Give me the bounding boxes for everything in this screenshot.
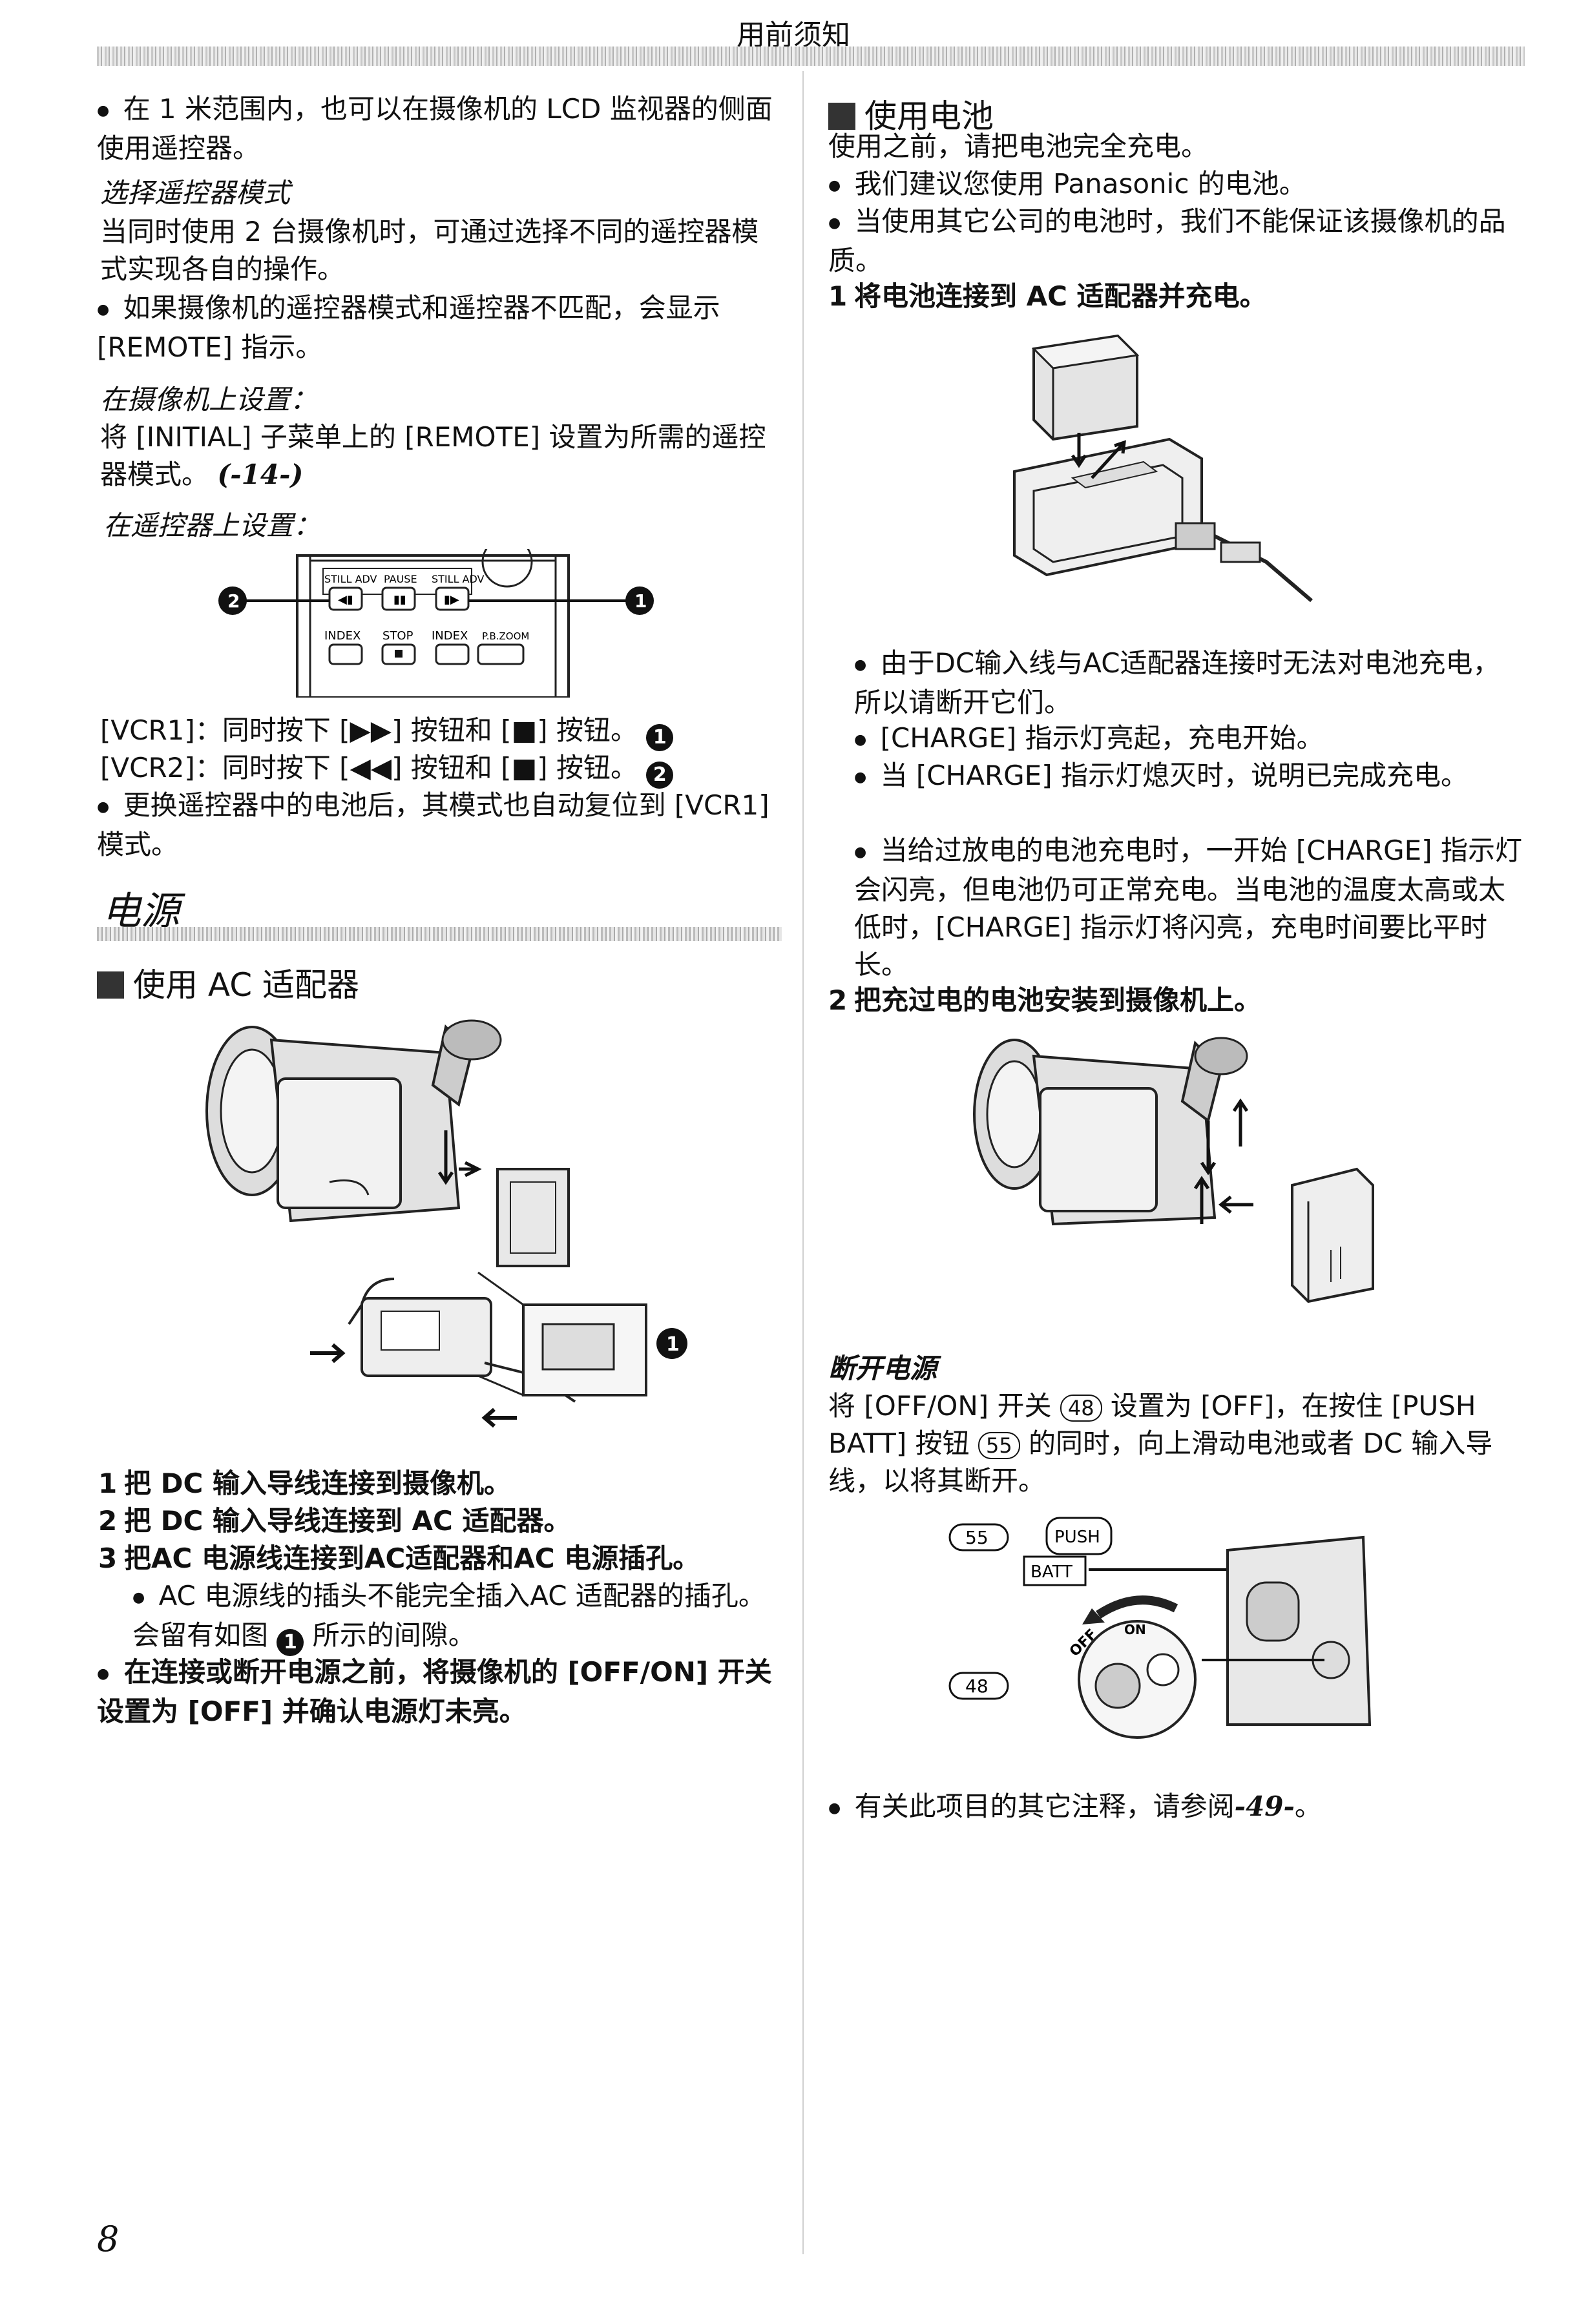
running-header: 用前须知	[737, 19, 850, 52]
ac-adapter-heading: 使用 AC 适配器	[97, 959, 359, 1006]
power-off-text: 将 [OFF/ON] 开关 48 设置为 [OFF]，在按住 [PUSH BAT…	[828, 1390, 1493, 1497]
charge-note-3: 当 [CHARGE] 指示灯熄灭时，说明已完成充电。	[854, 757, 1526, 796]
ref-55-badge: 55	[978, 1432, 1020, 1459]
callout-2	[218, 586, 247, 615]
stop-icon	[395, 650, 403, 658]
pause-button[interactable]	[381, 586, 416, 611]
charge-note-1: 由于DC输入线与AC适配器连接时无法对电池充电，所以请断开它们。	[854, 645, 1526, 721]
square-bullet-icon	[97, 971, 124, 999]
column-divider	[802, 71, 804, 2254]
battery-install-illustration	[973, 1037, 1374, 1303]
pb-zoom-button[interactable]	[477, 643, 525, 665]
svg-text:1: 1	[666, 1333, 680, 1356]
ac-gap-callout	[656, 1328, 687, 1359]
page-ref-14: (-14-)	[217, 459, 304, 490]
push-batt-switch-diagram: 55 PUSH BATT OFF ON 48	[948, 1517, 1372, 1739]
camera-heading: 在摄像机上设置：	[100, 384, 318, 415]
battery-intro: 使用之前，请把电池完全充电。	[828, 130, 1209, 162]
intro-bullet: 在 1 米范围内，也可以在摄像机的 LCD 监视器的侧面使用遥控器。	[97, 90, 782, 167]
label-48: 48	[965, 1676, 989, 1697]
push-label: PUSH	[1054, 1528, 1100, 1547]
callout-2-badge: 2	[646, 762, 674, 789]
callout-1-badge: 1	[646, 724, 674, 751]
index-forward-button[interactable]	[435, 643, 470, 665]
battery-bullet-1: 我们建议您使用 Panasonic 的电池。	[828, 165, 1526, 205]
ref-48-badge: 48	[1060, 1395, 1102, 1422]
remote-label-stop: STOP	[382, 629, 413, 643]
index-back-button[interactable]	[328, 643, 363, 665]
remote-label-pause: PAUSE	[384, 573, 417, 585]
vcr2-text: [VCR2]：同时按下 [◀◀] 按钮和 [■] 按钮。 2	[100, 749, 785, 789]
see-also-note: 有关此项目的其它注释，请参阅-49-。	[828, 1788, 1526, 1827]
pause-icon: ▮▮	[393, 593, 406, 607]
forward-step-button[interactable]	[435, 586, 470, 611]
on-label: ON	[1124, 1622, 1146, 1637]
mode-heading: 选择遥控器模式	[100, 177, 291, 209]
page-number: 8	[97, 2219, 120, 2259]
remote-label-still-adv-2: STILL ADV	[432, 573, 485, 585]
vcr1-text: [VCR1]：同时按下 [▶▶] 按钮和 [■] 按钮。 1	[100, 712, 785, 751]
remote-label-index-2: INDEX	[432, 629, 468, 643]
charge-note-4: 当给过放电的电池充电时，一开始 [CHARGE] 指示灯会闪亮，但电池仍可正常充…	[854, 832, 1526, 984]
svg-text:1: 1	[634, 590, 647, 612]
battery-heading: 使用电池	[828, 90, 994, 137]
remote-label-index: INDEX	[324, 629, 361, 643]
power-section-title: 电源	[102, 889, 180, 934]
power-off-heading: 断开电源	[828, 1353, 937, 1384]
battery-bullet-2: 当使用其它公司的电池时，我们不能保证该摄像机的品质。	[828, 203, 1526, 280]
mode-text: 当同时使用 2 台摄像机时，可通过选择不同的遥控器模式实现各自的操作。	[100, 216, 759, 285]
square-bullet-icon	[828, 103, 855, 130]
ac-plug-gap-bullet: AC 电源线的插头不能完全插入AC 适配器的插孔。会留有如图 1 所示的间隙。	[132, 1577, 785, 1656]
remote-heading: 在遥控器上设置：	[103, 510, 321, 541]
header-rule	[97, 47, 1525, 66]
remote-label-pb-zoom: P.B.ZOOM	[482, 630, 529, 642]
rewind-step-button[interactable]	[328, 586, 363, 611]
mode-bullet: 如果摄像机的遥控器模式和遥控器不匹配，会显示 [REMOTE] 指示。	[97, 289, 782, 366]
remote-label-still-adv: STILL ADV	[324, 573, 377, 585]
forward-step-icon: ▮▶	[444, 593, 459, 607]
label-55: 55	[965, 1527, 989, 1548]
gap-callout-badge: 1	[277, 1628, 304, 1656]
push-button[interactable]	[1045, 1517, 1113, 1555]
ac-adapter-connection-illustration: 1	[205, 1019, 687, 1428]
power-switch-warning-bullet: 在连接或断开电源之前，将摄像机的 [OFF/ON] 开关设置为 [OFF] 并确…	[97, 1654, 788, 1730]
camera-text: 将 [INITIAL] 子菜单上的 [REMOTE] 设置为所需的遥控器模式。 …	[100, 421, 766, 490]
rewind-step-icon: ◀▮	[338, 593, 353, 607]
page-ref-49: -49-	[1234, 1790, 1295, 1822]
vcr-reset-bullet: 更换遥控器中的电池后，其模式也自动复位到 [VCR1] 模式。	[97, 787, 782, 864]
callout-1	[625, 586, 654, 615]
remote-control-diagram: STILL ADV PAUSE STILL ADV ◀▮ ▮▮ ▮▶ INDEX…	[218, 549, 654, 698]
batt-label: BATT	[1030, 1562, 1072, 1582]
battery-charger-illustration	[1013, 334, 1313, 603]
power-section-rule	[97, 927, 782, 941]
charge-note-2: [CHARGE] 指示灯亮起，充电开始。	[854, 720, 1526, 759]
svg-text:2: 2	[227, 590, 240, 612]
batt-button[interactable]	[1023, 1555, 1087, 1586]
